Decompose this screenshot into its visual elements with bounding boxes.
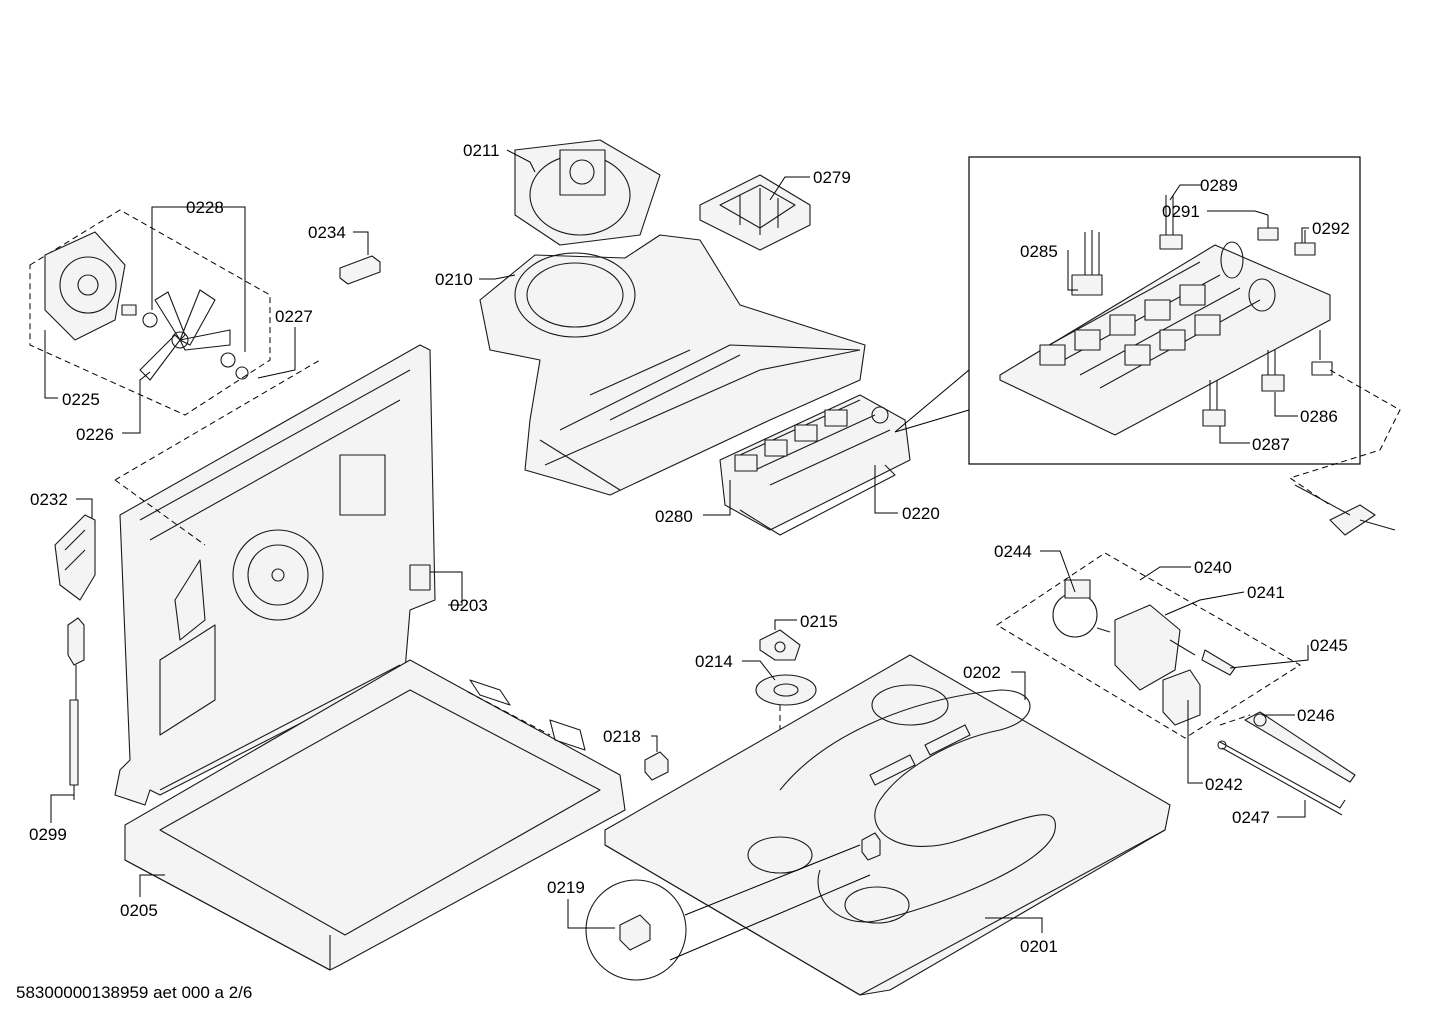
detail-leader xyxy=(894,369,970,433)
holder-0232 xyxy=(54,514,96,601)
probe-0246 xyxy=(1219,711,1356,783)
label-0203: 0203 xyxy=(450,596,488,615)
label-0244: 0244 xyxy=(994,542,1032,561)
label-0228: 0228 xyxy=(186,198,224,217)
part-labels: 0211 0279 0228 0234 0210 0227 0225 0226 … xyxy=(29,141,1350,956)
label-0289: 0289 xyxy=(1200,176,1238,195)
label-0240: 0240 xyxy=(1194,558,1232,577)
sensor-probe xyxy=(1288,369,1401,536)
base-plate-0201 xyxy=(604,654,1171,996)
label-0219: 0219 xyxy=(547,878,585,897)
label-0241: 0241 xyxy=(1247,583,1285,602)
magnifier-0219 xyxy=(585,832,881,981)
label-0285: 0285 xyxy=(1020,242,1058,261)
label-0234: 0234 xyxy=(308,223,346,242)
control-board-0280 xyxy=(719,394,911,536)
label-0292: 0292 xyxy=(1312,219,1350,238)
label-0286: 0286 xyxy=(1300,407,1338,426)
clip-0218 xyxy=(644,751,669,781)
label-0242: 0242 xyxy=(1205,775,1243,794)
switch-group-0240 xyxy=(996,552,1301,739)
detail-view-frame xyxy=(968,156,1361,465)
bearing-0214 xyxy=(755,674,817,706)
rear-panel-0203 xyxy=(114,344,436,806)
label-0214: 0214 xyxy=(695,652,733,671)
fan-assembly-0228 xyxy=(29,209,271,416)
cable-0299 xyxy=(67,617,85,800)
label-0287: 0287 xyxy=(1252,435,1290,454)
document-id: 58300000138959 aet 000 a 2/6 xyxy=(16,983,252,1002)
plate-0215 xyxy=(759,629,801,661)
label-0291: 0291 xyxy=(1162,202,1200,221)
housing-0210 xyxy=(479,234,866,496)
label-0227: 0227 xyxy=(275,307,313,326)
label-0201: 0201 xyxy=(1020,937,1058,956)
leader-lines xyxy=(44,149,1309,933)
bracket-0279 xyxy=(699,174,811,251)
label-0205: 0205 xyxy=(120,901,158,920)
panel-guide-lines xyxy=(114,359,321,546)
probe-0247 xyxy=(1217,740,1346,816)
label-0226: 0226 xyxy=(76,425,114,444)
bottom-tray-0205 xyxy=(124,659,626,971)
label-0232: 0232 xyxy=(30,490,68,509)
label-0246: 0246 xyxy=(1297,706,1335,725)
clip-0234 xyxy=(339,255,381,285)
label-0247: 0247 xyxy=(1232,808,1270,827)
label-0279: 0279 xyxy=(813,168,851,187)
label-0280: 0280 xyxy=(655,507,693,526)
label-0225: 0225 xyxy=(62,390,100,409)
label-0218: 0218 xyxy=(603,727,641,746)
label-0202: 0202 xyxy=(963,663,1001,682)
label-0220: 0220 xyxy=(902,504,940,523)
label-0211: 0211 xyxy=(463,141,500,160)
label-0299: 0299 xyxy=(29,825,67,844)
label-0245: 0245 xyxy=(1310,636,1348,655)
fan-motor-0211 xyxy=(514,139,661,246)
label-0215: 0215 xyxy=(800,612,838,631)
label-0210: 0210 xyxy=(435,270,473,289)
